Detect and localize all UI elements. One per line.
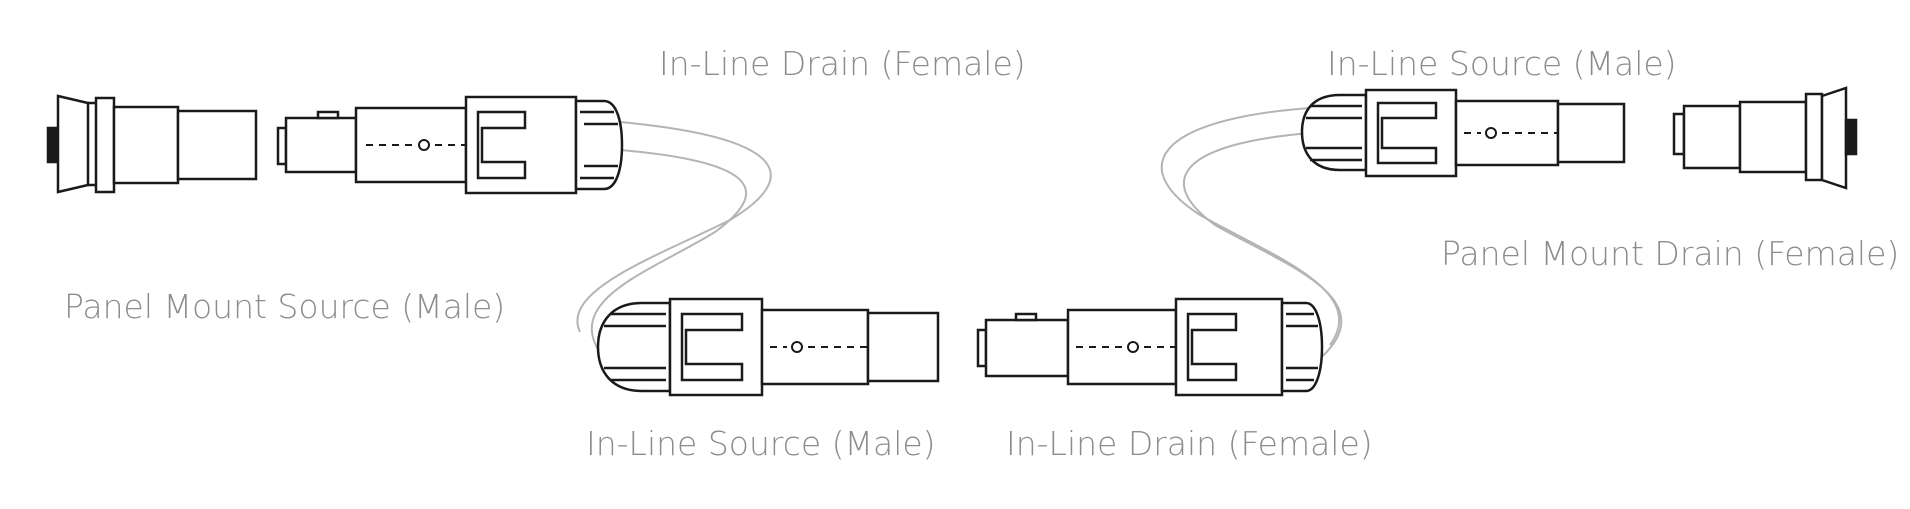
inline-drain-female-bottom-connector xyxy=(976,297,1324,397)
panel-mount-drain-female-connector xyxy=(1672,86,1858,190)
label-inline-drain-female-bottom: In-Line Drain (Female) xyxy=(1006,424,1373,463)
label-inline-source-male-bottom: In-Line Source (Male) xyxy=(586,424,936,463)
cable-right xyxy=(1160,107,1343,363)
inline-drain-female-top-connector xyxy=(276,95,624,195)
inline-source-male-bottom-connector xyxy=(596,297,940,397)
inline-source-male-top-connector xyxy=(1300,88,1626,178)
label-panel-mount-drain-female: Panel Mount Drain (Female) xyxy=(1441,234,1900,273)
label-panel-mount-source-male: Panel Mount Source (Male) xyxy=(64,287,506,326)
cable-left xyxy=(576,121,772,358)
label-inline-source-male-top: In-Line Source (Male) xyxy=(1327,44,1677,83)
label-inline-drain-female-top: In-Line Drain (Female) xyxy=(659,44,1026,83)
panel-mount-source-male-connector xyxy=(46,94,258,194)
